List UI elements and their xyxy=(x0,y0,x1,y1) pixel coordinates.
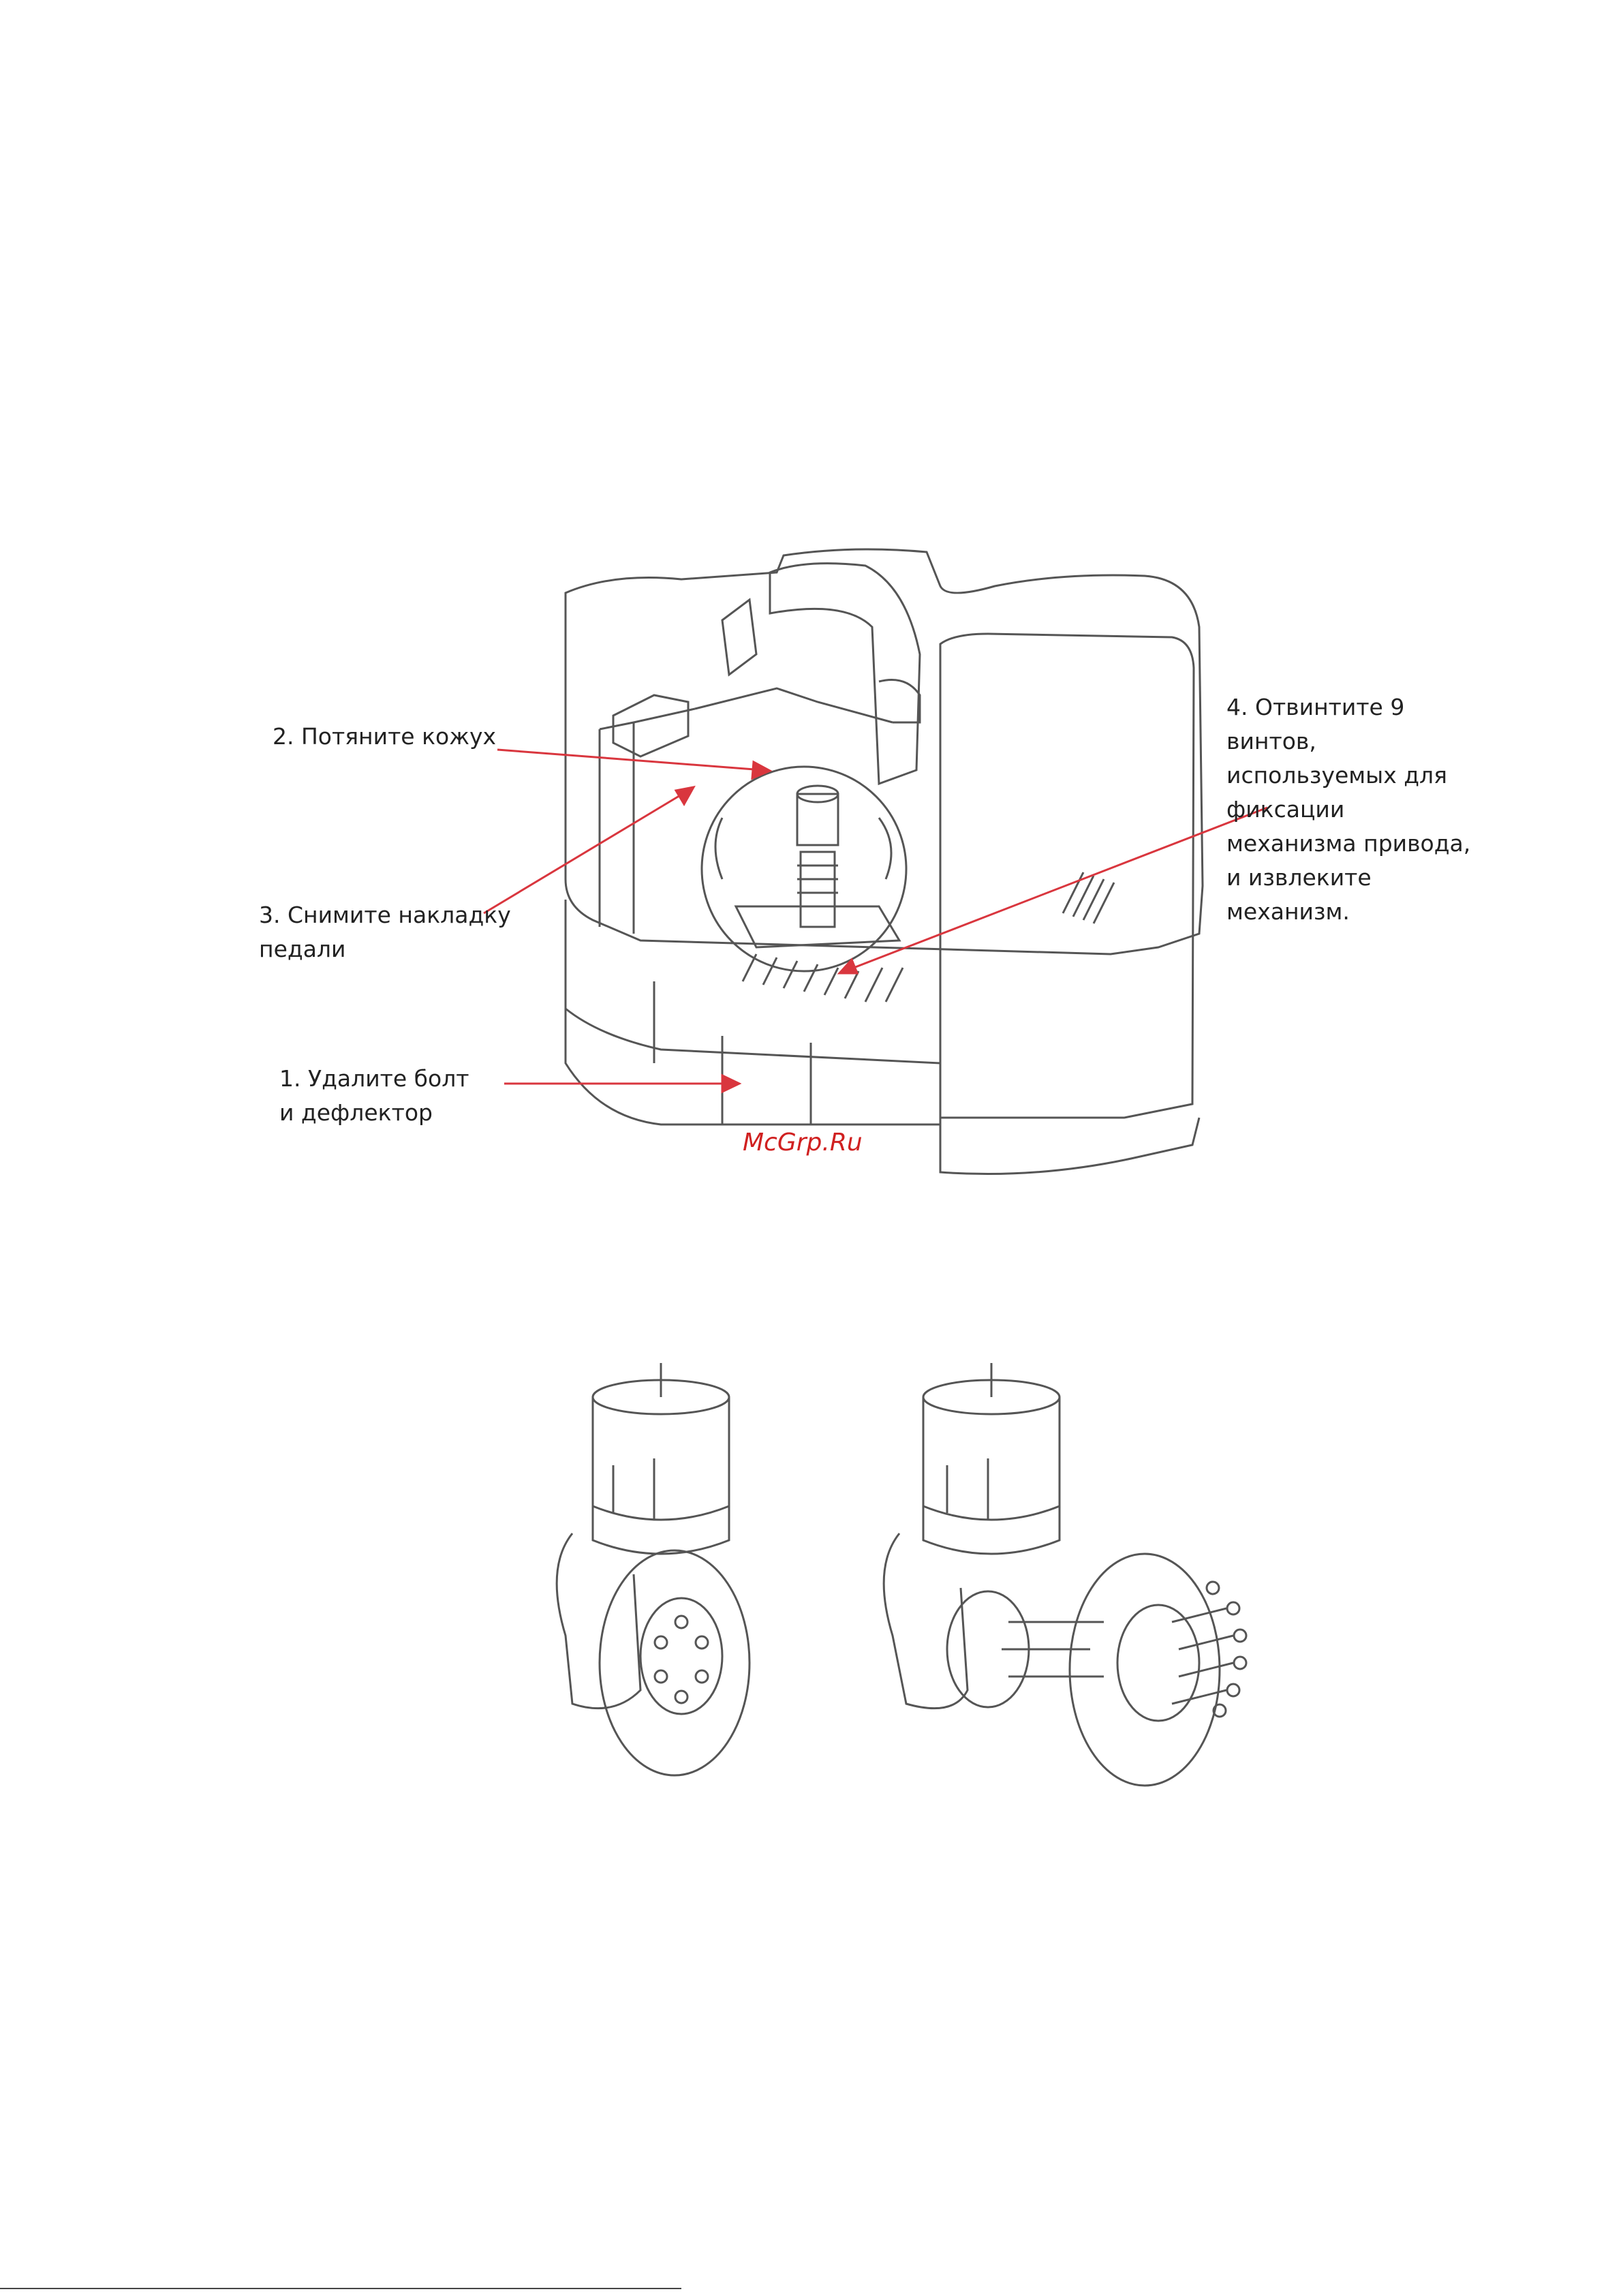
drive-unit-exploded xyxy=(884,1363,1246,1786)
footer-rule xyxy=(0,2288,681,2289)
drive-unit-assembled xyxy=(557,1363,749,1775)
